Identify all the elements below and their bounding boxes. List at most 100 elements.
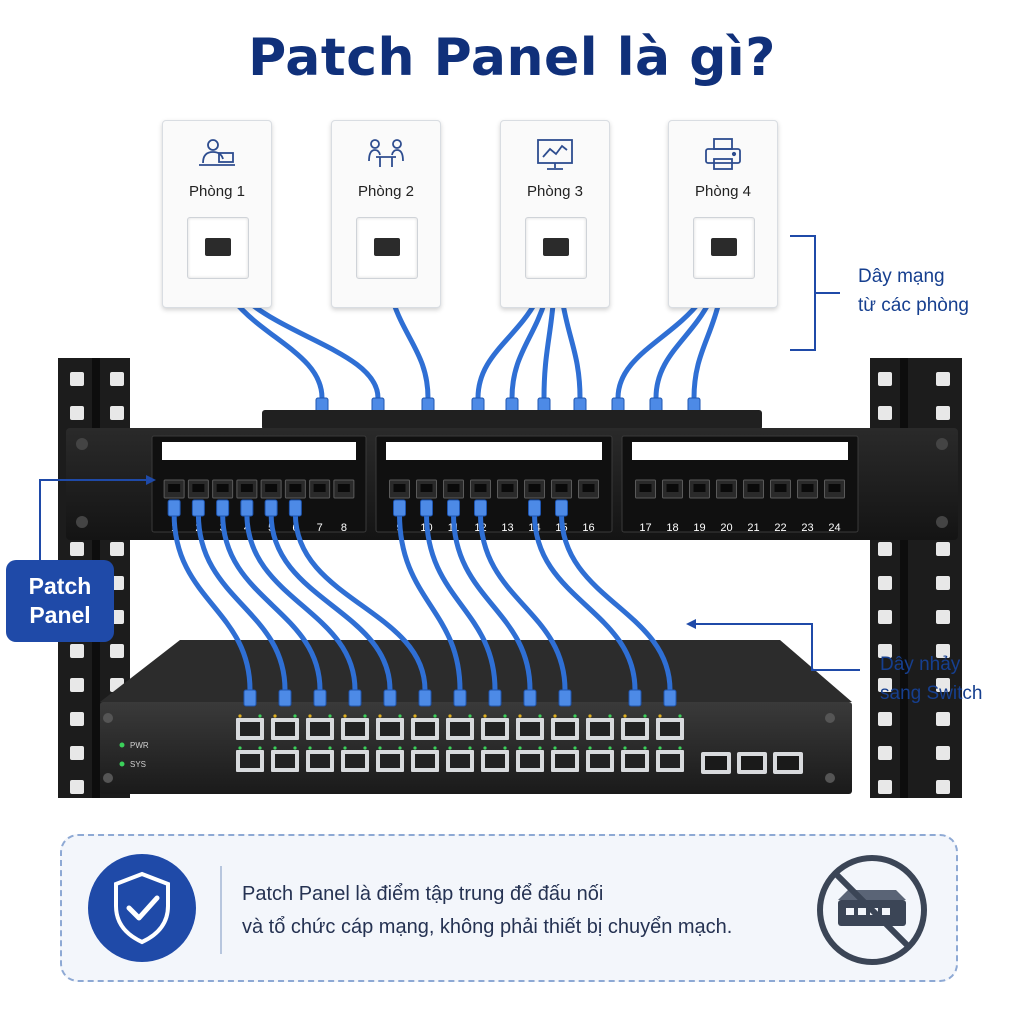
no-switch-icon [817, 855, 927, 965]
person-at-desk-icon [199, 139, 235, 166]
switch-port[interactable] [446, 746, 474, 772]
jumper-cable [195, 511, 288, 693]
callout-lines [39, 235, 860, 671]
callout-arrow-panel [146, 475, 156, 485]
patch-port-21[interactable]: 21 [743, 479, 764, 534]
patch-port-label: 13 [501, 522, 513, 534]
rj45-plug [216, 499, 230, 517]
rj45-plug [278, 689, 292, 707]
switch-port[interactable] [411, 746, 439, 772]
sfp-port[interactable] [737, 752, 767, 774]
patch-port-18[interactable]: 18 [662, 479, 683, 534]
patch-port-13[interactable]: 13 [497, 479, 518, 534]
info-separator [220, 866, 222, 954]
rj45-plug [528, 499, 541, 517]
rj45-plug [240, 499, 254, 517]
rj45-plug [418, 689, 432, 707]
room-label: Phòng 4 [695, 183, 751, 200]
jumper-cable [397, 511, 463, 693]
switch-port[interactable] [621, 746, 649, 772]
jumper-cable [559, 511, 673, 693]
patch-panel-label-line-2: Panel [29, 602, 91, 628]
sys-led [119, 761, 125, 767]
rj45-plug [348, 689, 362, 707]
patch-port-22[interactable]: 22 [770, 479, 791, 534]
switch-port[interactable] [481, 714, 509, 740]
info-line-2: và tổ chức cáp mạng, không phải thiết bị… [242, 916, 733, 938]
switch-port[interactable] [656, 746, 684, 772]
rj45-plug [264, 499, 278, 517]
switch-port[interactable] [516, 746, 544, 772]
switch-port[interactable] [656, 714, 684, 740]
switch-port[interactable] [271, 714, 299, 740]
room-label: Phòng 2 [358, 183, 414, 200]
sfp-port[interactable] [701, 752, 731, 774]
info-line-1: Patch Panel là điểm tập trung để đấu nối [242, 883, 604, 905]
patch-port-label: 7 [317, 522, 323, 534]
patch-port-19[interactable]: 19 [689, 479, 710, 534]
callout-line-1: Dây nhảy [880, 654, 961, 675]
switch-port[interactable] [446, 714, 474, 740]
patch-port-label: 22 [774, 522, 786, 534]
switch-port[interactable] [236, 746, 264, 772]
callout-line-2: sang Switch [880, 683, 983, 704]
sfp-port[interactable] [773, 752, 803, 774]
switch-port[interactable] [306, 746, 334, 772]
wall-jack[interactable] [356, 217, 418, 279]
patch-port-23[interactable]: 23 [797, 479, 818, 534]
patch-port-label: 8 [341, 522, 347, 534]
patch-port-16[interactable]: 16 [578, 479, 599, 534]
rj45-plug [628, 689, 642, 707]
patch-port-24[interactable]: 24 [824, 479, 845, 534]
patch-port-label: 21 [747, 522, 759, 534]
network-switch: PWR SYS [100, 640, 852, 794]
patch-port-8[interactable]: 8 [333, 479, 355, 534]
callout-line-1: Dây mạng [858, 266, 945, 287]
pwr-label: PWR [130, 741, 149, 750]
patch-port-20[interactable]: 20 [716, 479, 737, 534]
wall-jack[interactable] [187, 217, 249, 279]
wall-plate-room-2: Phòng 2 [331, 120, 441, 308]
room-label: Phòng 1 [189, 183, 245, 200]
switch-port[interactable] [481, 746, 509, 772]
shield-check-icon [88, 854, 196, 962]
switch-port[interactable] [341, 746, 369, 772]
rj45-plug [313, 689, 327, 707]
switch-port[interactable] [551, 746, 579, 772]
switch-port[interactable] [551, 714, 579, 740]
room-label: Phòng 3 [527, 183, 583, 200]
wall-jack[interactable] [693, 217, 755, 279]
rj45-plug [453, 689, 467, 707]
switch-port[interactable] [516, 714, 544, 740]
patch-port-label: 20 [720, 522, 732, 534]
jumper-cable [532, 511, 638, 693]
switch-port[interactable] [306, 714, 334, 740]
jumper-cable [220, 511, 323, 693]
rj45-plug [243, 689, 257, 707]
switch-port[interactable] [236, 714, 264, 740]
switch-port[interactable] [621, 714, 649, 740]
pwr-led [119, 742, 125, 748]
rj45-plug [474, 499, 487, 517]
switch-port[interactable] [271, 746, 299, 772]
callout-line-2: từ các phòng [858, 295, 969, 316]
patch-port-7[interactable]: 7 [309, 479, 331, 534]
wall-jack[interactable] [525, 217, 587, 279]
patch-port-label: 23 [801, 522, 813, 534]
rj45-plug [191, 499, 205, 517]
rj45-plug [447, 499, 460, 517]
switch-port[interactable] [586, 746, 614, 772]
callout-room-cables: Dây mạng từ các phòng [858, 262, 969, 320]
switch-port[interactable] [341, 714, 369, 740]
switch-port[interactable] [411, 714, 439, 740]
switch-port[interactable] [376, 714, 404, 740]
jumper-cable [424, 511, 498, 693]
info-box: Patch Panel là điểm tập trung để đấu nối… [60, 834, 958, 982]
rj45-plug [558, 689, 572, 707]
switch-port[interactable] [376, 746, 404, 772]
jumper-cable [268, 511, 393, 693]
patch-port-label: 18 [666, 522, 678, 534]
patch-port-17[interactable]: 17 [635, 479, 656, 534]
switch-port[interactable] [586, 714, 614, 740]
